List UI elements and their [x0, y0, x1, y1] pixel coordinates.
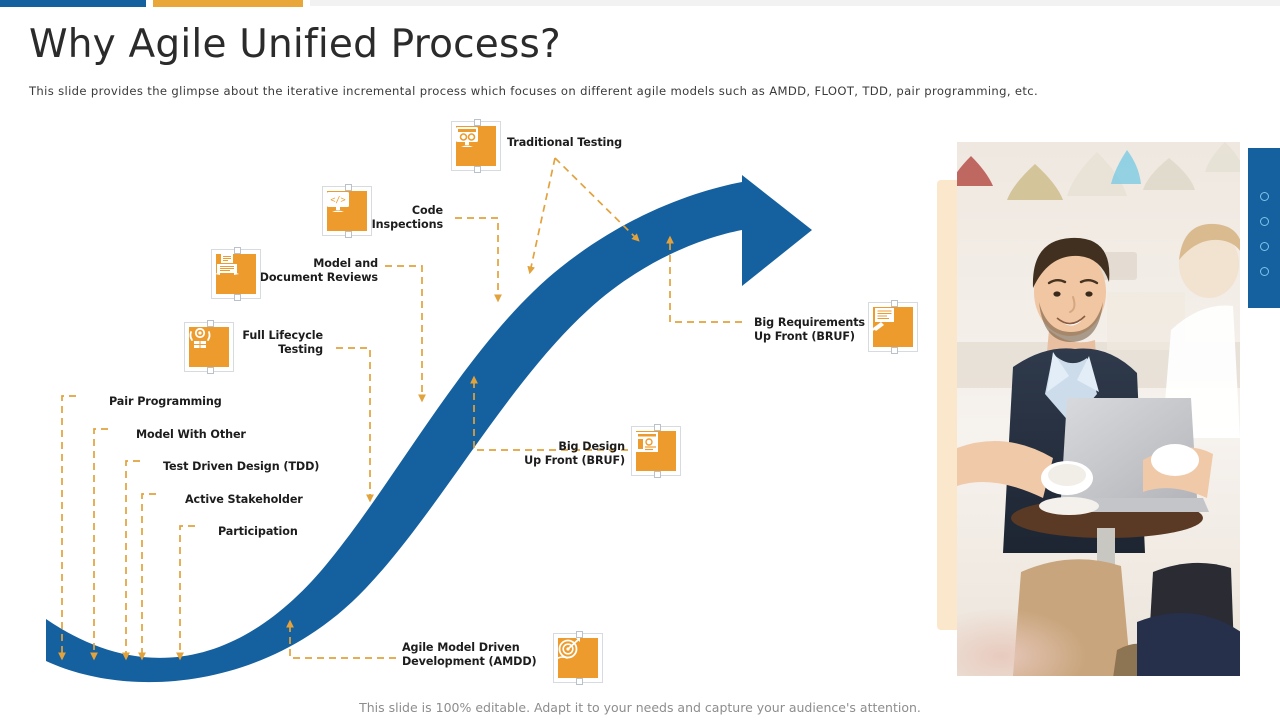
lifecycle-testing-icon — [189, 327, 229, 367]
page-subtitle: This slide provides the glimpse about th… — [29, 84, 1039, 98]
label-traditional-testing: Traditional Testing — [507, 136, 623, 149]
connector-traditional-testing-right — [554, 157, 640, 242]
label-test-driven-design: Test Driven Design (TDD) — [163, 460, 320, 473]
icon-tile-big-requirements-up-front[interactable] — [868, 300, 918, 354]
document-review-icon — [215, 254, 256, 294]
label-participation: Participation — [218, 525, 298, 538]
label-active-stakeholder: Active Stakeholder — [185, 493, 303, 506]
process-diagram: Traditional Testing Code Inspections Mod… — [46, 119, 918, 685]
connector-big-requirements — [666, 235, 742, 323]
icon-tile-big-design-up-front[interactable] — [631, 424, 681, 478]
icon-tile-code-inspections[interactable]: </> — [322, 184, 372, 238]
accent-bar-grey — [310, 0, 1280, 6]
design-layout-icon — [636, 431, 676, 471]
monitor-testing-icon — [456, 126, 496, 166]
requirements-board-icon — [871, 307, 913, 347]
connector-model-document-reviews — [385, 265, 426, 403]
label-model-with-other: Model With Other — [136, 428, 246, 441]
connector-full-lifecycle-testing — [336, 347, 374, 503]
connector-active-stakeholder — [138, 493, 156, 661]
icon-tile-traditional-testing[interactable] — [451, 119, 501, 173]
accent-bar-blue — [0, 0, 146, 7]
team-meeting-photo — [957, 142, 1240, 676]
connector-model-with-other — [90, 428, 108, 661]
svg-text:</>: </> — [330, 196, 345, 206]
tab-dot-2 — [1259, 217, 1269, 226]
label-full-lifecycle-testing: Full Lifecycle Testing — [242, 329, 323, 356]
code-screen-icon: </> — [327, 191, 367, 231]
tab-dot-3 — [1259, 242, 1269, 251]
icon-tile-full-lifecycle-testing[interactable] — [184, 320, 234, 374]
footer-note: This slide is 100% editable. Adapt it to… — [359, 700, 921, 715]
process-flow-arrow — [46, 175, 812, 683]
tab-dot-1 — [1259, 192, 1269, 201]
target-gear-icon — [557, 638, 598, 678]
label-model-document-reviews: Model and Document Reviews — [259, 257, 378, 284]
label-agile-model-driven-development: Agile Model Driven Development (AMDD) — [402, 641, 537, 668]
label-code-inspections: Code Inspections — [371, 204, 444, 231]
connector-big-design — [470, 375, 628, 451]
tab-dot-4 — [1259, 267, 1269, 276]
label-big-design-up-front: Big Design Up Front (BRUF) — [524, 440, 625, 467]
connector-test-driven-design — [122, 460, 140, 661]
label-big-requirements-up-front: Big Requirements Up Front (BRUF) — [754, 316, 865, 343]
connector-lines — [58, 157, 742, 661]
connector-traditional-testing-left — [527, 157, 556, 275]
connector-participation — [176, 525, 195, 661]
label-pair-programming: Pair Programming — [109, 395, 222, 408]
accent-bar-orange — [153, 0, 303, 7]
connector-pair-programming — [58, 395, 76, 661]
page-title: Why Agile Unified Process? — [29, 22, 561, 67]
icon-tile-model-document-reviews[interactable] — [211, 247, 261, 301]
icon-tile-agile-model-driven-development[interactable] — [553, 631, 603, 685]
connector-code-inspections — [455, 217, 502, 303]
blue-accent-tab — [1248, 148, 1280, 308]
